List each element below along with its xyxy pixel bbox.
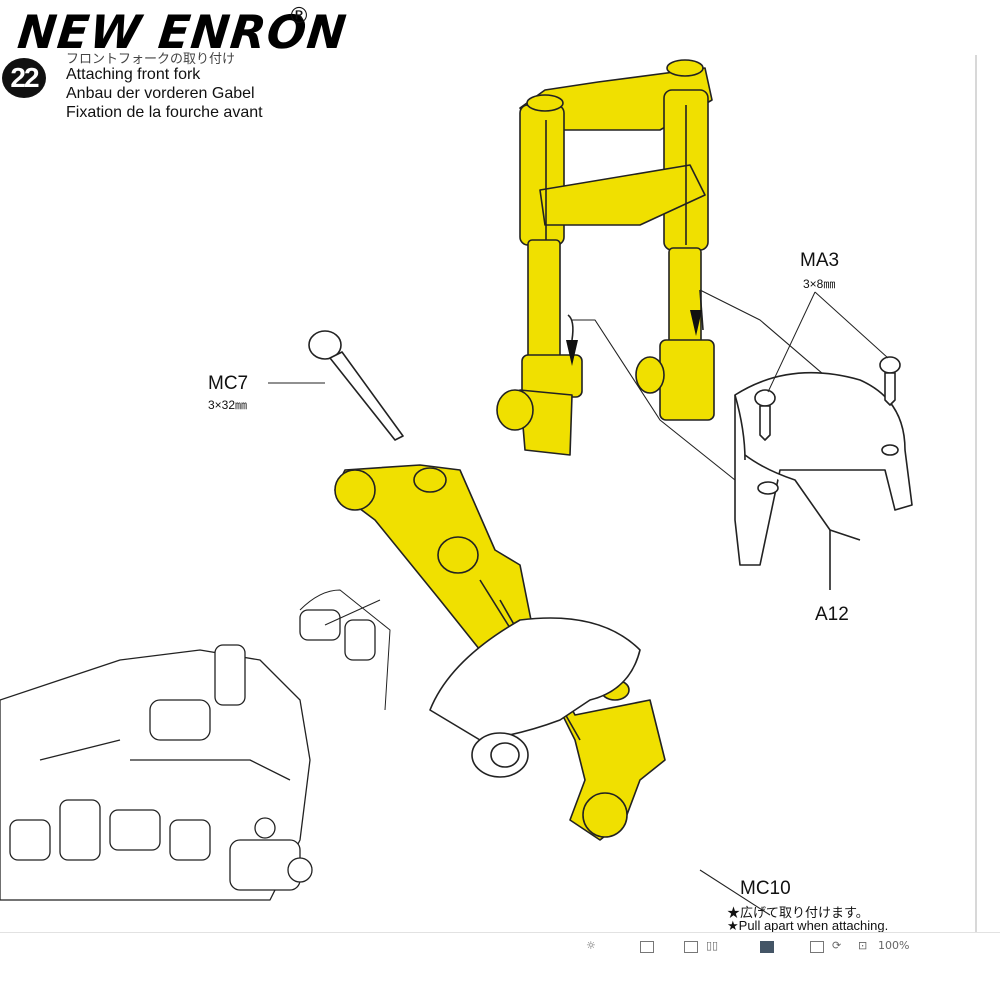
step-title-japanese: フロントフォークの取り付け xyxy=(66,51,236,66)
part-label-a12: A12 xyxy=(815,604,849,625)
screw-mc7 xyxy=(308,330,404,441)
screw-ma3-right xyxy=(879,356,901,406)
fit-page-icon[interactable] xyxy=(760,941,774,953)
zoom-icon[interactable]: ⊡ xyxy=(858,939,868,952)
part-label-ma3: MA3 xyxy=(800,250,840,271)
two-page-icon[interactable]: ▯▯ xyxy=(706,939,719,952)
front-fender-a12 xyxy=(734,371,913,590)
thumbnail-icon[interactable] xyxy=(810,941,824,953)
assembly-illustration xyxy=(0,59,913,916)
upper-fork-assembly xyxy=(496,59,715,456)
step-title-english: Attaching front fork xyxy=(66,66,201,83)
step-title-french: Fixation de la fourche avant xyxy=(66,104,263,121)
sun-icon[interactable]: ☼ xyxy=(586,939,596,952)
pdf-viewer-toolbar: ☼ ▯▯ ⟳ ⊡ 100% xyxy=(0,932,1000,1001)
motorcycle-frame xyxy=(0,609,376,901)
note-japanese: ★広げて取り付けます。 xyxy=(727,905,869,920)
zoom-level[interactable]: 100% xyxy=(878,939,910,952)
part-size-ma3: 3×8㎜ xyxy=(803,277,836,291)
part-label-mc10: MC10 xyxy=(740,878,791,899)
rotate-icon[interactable]: ⟳ xyxy=(832,939,842,952)
step-title-german: Anbau der vorderen Gabel xyxy=(66,85,255,102)
note-english: ★Pull apart when attaching. xyxy=(727,918,889,933)
step-number-badge: 22 xyxy=(2,58,46,98)
part-label-mc7: MC7 xyxy=(208,373,249,394)
single-page-icon[interactable] xyxy=(640,941,654,953)
part-size-mc7: 3×32㎜ xyxy=(208,398,248,412)
screw-ma3-left xyxy=(754,389,776,441)
wheel-hub xyxy=(429,617,641,778)
registered-mark: ® xyxy=(288,4,310,29)
page-edge-divider xyxy=(975,55,977,935)
page-view-icon[interactable] xyxy=(684,941,698,953)
